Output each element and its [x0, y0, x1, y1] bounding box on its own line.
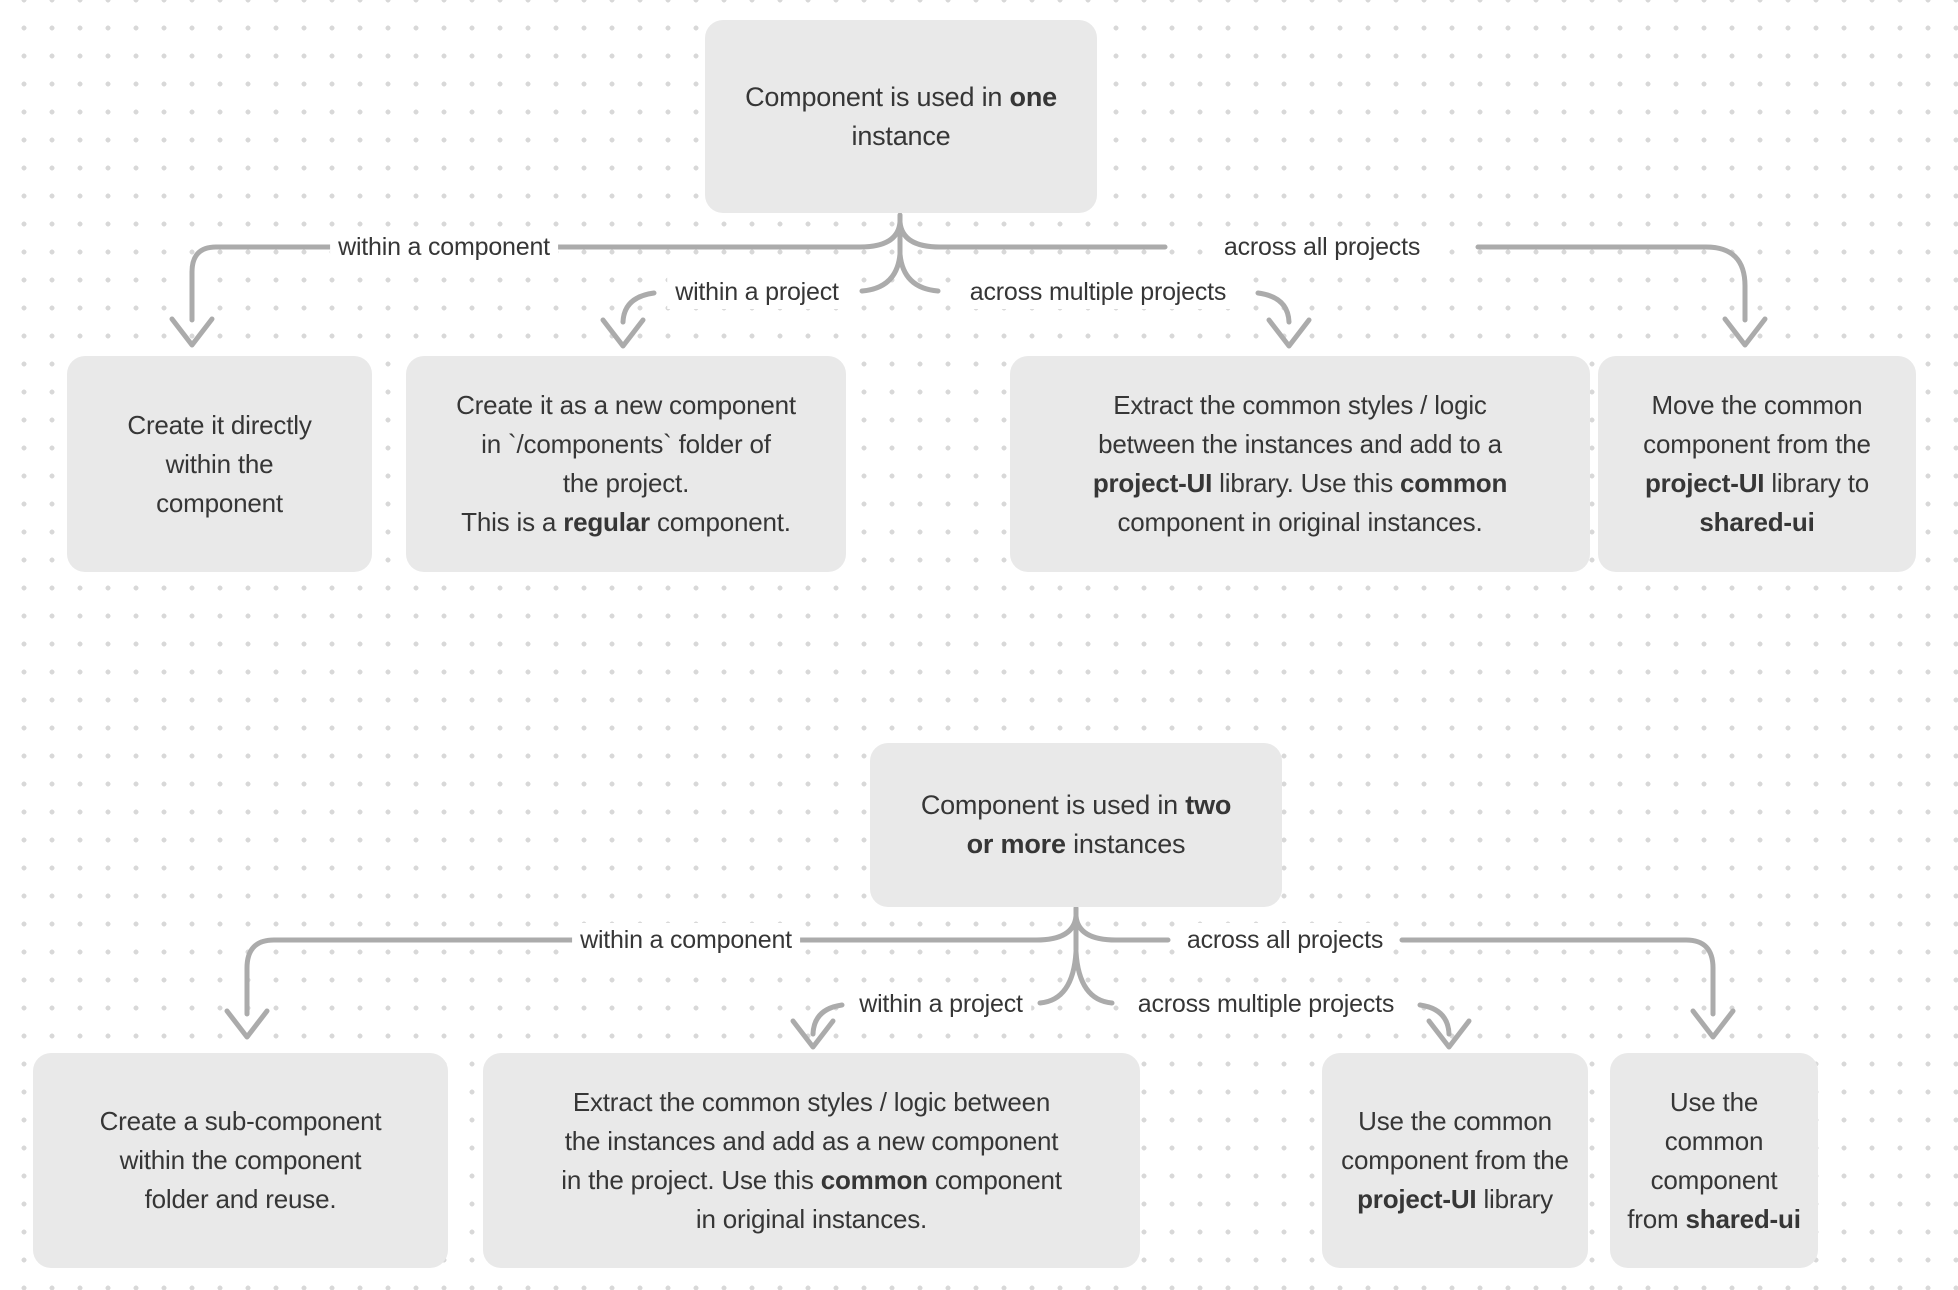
branch-label-top-within-a-component: within a component [330, 230, 558, 264]
branch-label-top-within-a-project: within a project [667, 275, 847, 309]
branch-label-bottom-within-a-component: within a component [572, 923, 800, 957]
outcome-text: Extract the common styles / logic betwee… [561, 1086, 1062, 1234]
branch-label-top-across-all-projects: across all projects [1215, 230, 1429, 264]
arrow-top-across-multiple-projects [897, 251, 1312, 349]
branch-label-top-across-multiple-projects: across multiple projects [961, 275, 1235, 309]
branch-label-bottom-within-a-project: within a project [851, 987, 1031, 1021]
outcome-box-extract-common-component-in-project: Extract the common styles / logic betwee… [483, 1053, 1140, 1268]
arrow-top-across-all-projects [897, 219, 1768, 348]
branch-label-bottom-across-all-projects: across all projects [1178, 923, 1392, 957]
branch-label-bottom-across-multiple-projects: across multiple projects [1129, 987, 1403, 1021]
arrow-bottom-across-multiple-projects [1073, 949, 1472, 1050]
arrow-bottom-across-all-projects [1073, 913, 1736, 1040]
